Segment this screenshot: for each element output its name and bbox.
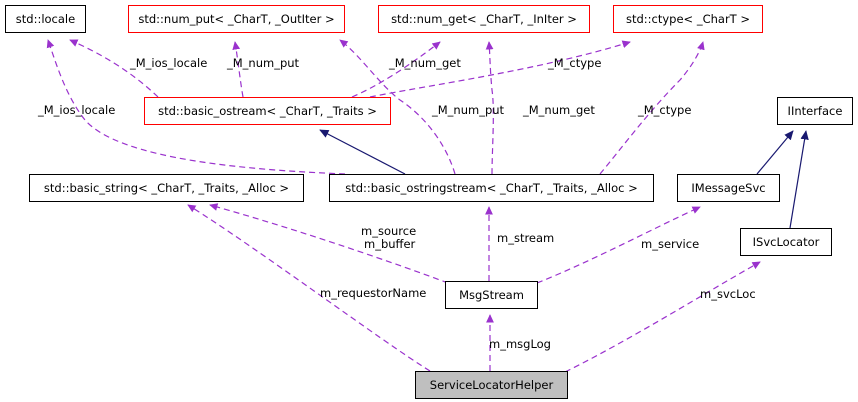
node-std-num-get[interactable]: std::num_get< _CharT, _InIter > bbox=[378, 5, 590, 33]
node-std-num-put[interactable]: std::num_put< _CharT, _OutIter > bbox=[128, 5, 345, 33]
edge-label-m-svcloc: m_svcLoc bbox=[700, 287, 756, 301]
edge-label-m-ctype-ostream: _M_ctype bbox=[548, 56, 602, 70]
node-label: ServiceLocatorHelper bbox=[429, 378, 554, 392]
edge-ostringstream-locale bbox=[46, 39, 346, 175]
edge-msgstream-basicstring bbox=[209, 203, 449, 284]
edge-ostream-numput bbox=[232, 41, 244, 98]
edge-label-m-service: m_service bbox=[641, 237, 700, 251]
edge-label-m-msglog: m_msgLog bbox=[489, 337, 551, 351]
edge-inherit-ostringstream-ostream bbox=[319, 129, 406, 175]
edge-label-m-num-put-ostringstream: _M_num_put bbox=[432, 103, 505, 117]
edge-label-m-num-put-ostream: _M_num_put bbox=[227, 56, 300, 70]
edge-label-m-requestorname: m_requestorName bbox=[320, 286, 427, 300]
edge-label-m-ctype-ostringstream: _M_ctype bbox=[638, 103, 692, 117]
edge-ostringstream-numput bbox=[339, 39, 456, 175]
edge-ostream-numget bbox=[351, 41, 441, 98]
edge-helper-isvclocator bbox=[564, 261, 761, 373]
node-isvclocator[interactable]: ISvcLocator bbox=[740, 228, 832, 256]
node-label: IInterface bbox=[787, 104, 843, 118]
node-label: MsgStream bbox=[459, 288, 524, 302]
node-label: ISvcLocator bbox=[752, 235, 820, 249]
edge-label-m-ios-locale-ostream: _M_ios_locale bbox=[130, 56, 208, 70]
edge-label-m-num-get-ostringstream: _M_num_get bbox=[523, 103, 595, 117]
edge-label-m-source: m_source bbox=[361, 224, 417, 238]
node-label: std::num_put< _CharT, _OutIter > bbox=[138, 12, 335, 26]
node-label: std::num_get< _CharT, _InIter > bbox=[391, 12, 577, 26]
node-std-ctype[interactable]: std::ctype< _CharT > bbox=[613, 5, 763, 33]
edge-ostream-ctype bbox=[369, 40, 631, 98]
edge-label-m-num-get-ostream: _M_num_get bbox=[389, 56, 461, 70]
node-servicelocatorhelper[interactable]: ServiceLocatorHelper bbox=[415, 371, 568, 399]
node-label: IMessageSvc bbox=[691, 181, 766, 195]
edge-ostringstream-ctype bbox=[599, 41, 705, 175]
node-std-basic-ostringstream[interactable]: std::basic_ostringstream< _CharT, _Trait… bbox=[329, 174, 654, 202]
edge-ostream-locale bbox=[69, 39, 159, 98]
node-label: std::basic_ostream< _CharT, _Traits > bbox=[158, 104, 377, 118]
node-label: std::locale bbox=[15, 12, 76, 26]
node-label: std::basic_ostringstream< _CharT, _Trait… bbox=[345, 181, 638, 195]
edge-ostringstream-numget bbox=[485, 41, 494, 175]
edge-label-m-buffer: m_buffer bbox=[364, 237, 416, 251]
node-label: std::basic_string< _CharT, _Traits, _All… bbox=[43, 181, 290, 195]
edge-inherit-imessagesvc-iinterface bbox=[756, 130, 794, 175]
edge-inherit-isvclocator-iinterface bbox=[789, 130, 809, 229]
node-iinterface[interactable]: IInterface bbox=[777, 97, 853, 125]
node-std-basic-ostream[interactable]: std::basic_ostream< _CharT, _Traits > bbox=[144, 97, 391, 125]
edge-msgstream-imessagesvc bbox=[536, 206, 701, 284]
node-label: std::ctype< _CharT > bbox=[625, 12, 750, 26]
node-std-locale[interactable]: std::locale bbox=[5, 5, 86, 33]
node-imessagesvc[interactable]: IMessageSvc bbox=[677, 174, 780, 202]
node-std-basic-string[interactable]: std::basic_string< _CharT, _Traits, _All… bbox=[29, 174, 304, 202]
node-msgstream[interactable]: MsgStream bbox=[445, 281, 538, 309]
edge-label-m-stream: m_stream bbox=[497, 231, 555, 245]
edge-label-m-ios-locale-ostringstream: _M_ios_locale bbox=[38, 103, 116, 117]
